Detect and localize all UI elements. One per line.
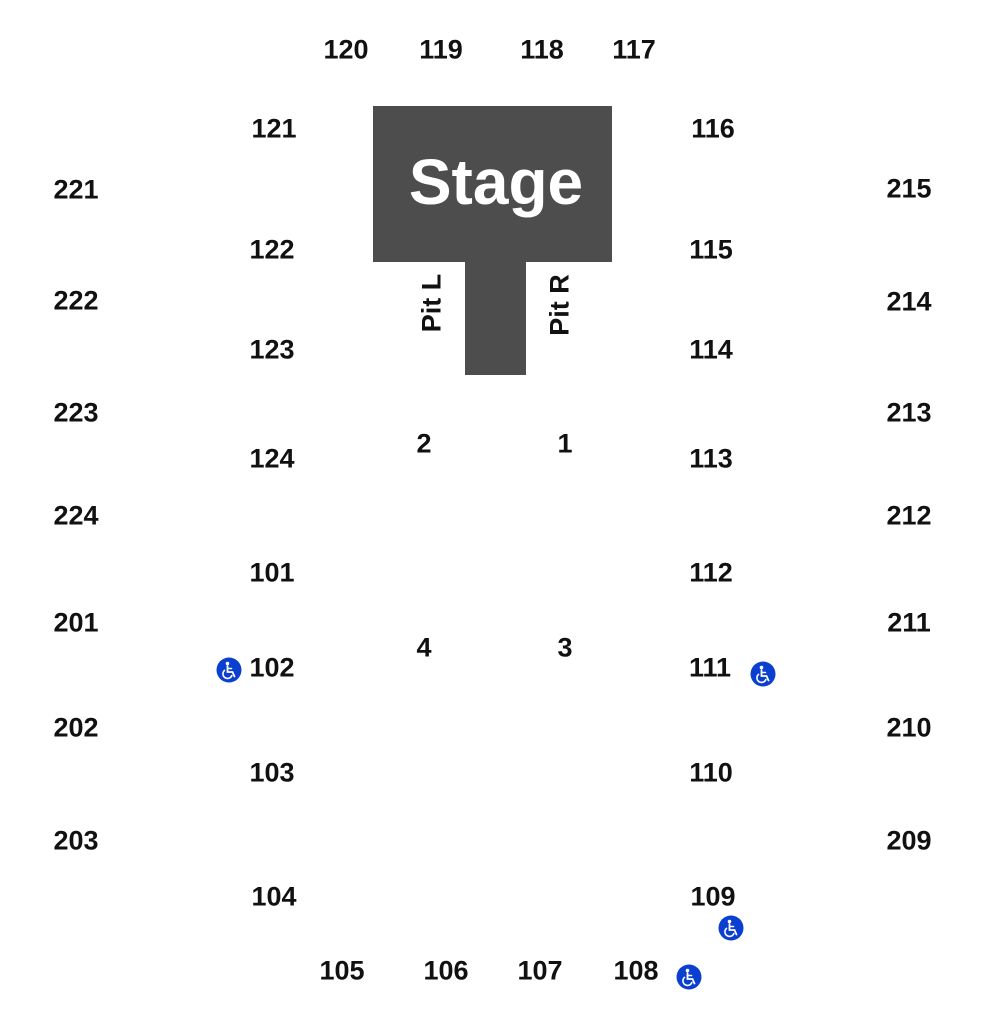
section-122[interactable]: 122 bbox=[249, 234, 295, 265]
section-floor-3[interactable]: 3 bbox=[557, 632, 573, 663]
stage-runway bbox=[465, 260, 526, 375]
section-112[interactable]: 112 bbox=[689, 557, 733, 588]
section-202[interactable]: 202 bbox=[53, 712, 99, 743]
section-121[interactable]: 121 bbox=[251, 113, 297, 144]
stage-label: Stage bbox=[408, 146, 584, 218]
section-floor-4[interactable]: 4 bbox=[416, 632, 432, 663]
section-101[interactable]: 101 bbox=[249, 557, 295, 588]
section-107[interactable]: 107 bbox=[517, 955, 563, 986]
wheelchair-icon bbox=[750, 661, 776, 687]
section-113[interactable]: 113 bbox=[689, 443, 733, 474]
section-floor-1[interactable]: 1 bbox=[557, 428, 573, 459]
section-115[interactable]: 115 bbox=[689, 234, 733, 265]
section-203[interactable]: 203 bbox=[53, 825, 99, 856]
section-214[interactable]: 214 bbox=[886, 286, 932, 317]
section-pit-right[interactable]: Pit R bbox=[544, 274, 575, 336]
section-201[interactable]: 201 bbox=[53, 607, 99, 638]
section-103[interactable]: 103 bbox=[249, 757, 295, 788]
section-105[interactable]: 105 bbox=[319, 955, 365, 986]
section-108[interactable]: 108 bbox=[613, 955, 659, 986]
section-118[interactable]: 118 bbox=[520, 34, 564, 65]
section-212[interactable]: 212 bbox=[886, 500, 932, 531]
section-211[interactable]: 211 bbox=[887, 607, 931, 638]
wheelchair-icon bbox=[676, 964, 702, 990]
wheelchair-icon bbox=[718, 915, 744, 941]
section-111[interactable]: 111 bbox=[688, 652, 732, 683]
section-120[interactable]: 120 bbox=[323, 34, 369, 65]
section-pit-left[interactable]: Pit L bbox=[416, 273, 447, 333]
section-119[interactable]: 119 bbox=[419, 34, 463, 65]
section-117[interactable]: 117 bbox=[612, 34, 656, 65]
section-106[interactable]: 106 bbox=[423, 955, 469, 986]
section-221[interactable]: 221 bbox=[53, 174, 99, 205]
section-123[interactable]: 123 bbox=[249, 334, 295, 365]
section-114[interactable]: 114 bbox=[689, 334, 733, 365]
stage[interactable] bbox=[373, 106, 612, 262]
section-floor-2[interactable]: 2 bbox=[416, 428, 432, 459]
section-222[interactable]: 222 bbox=[53, 285, 99, 316]
section-110[interactable]: 110 bbox=[689, 757, 733, 788]
section-215[interactable]: 215 bbox=[886, 173, 932, 204]
section-213[interactable]: 213 bbox=[886, 397, 932, 428]
wheelchair-icon bbox=[216, 657, 242, 683]
section-124[interactable]: 124 bbox=[249, 443, 295, 474]
section-109[interactable]: 109 bbox=[690, 881, 736, 912]
section-223[interactable]: 223 bbox=[53, 397, 99, 428]
section-210[interactable]: 210 bbox=[886, 712, 932, 743]
section-104[interactable]: 104 bbox=[251, 881, 297, 912]
section-116[interactable]: 116 bbox=[691, 113, 735, 144]
section-102[interactable]: 102 bbox=[249, 652, 295, 683]
section-224[interactable]: 224 bbox=[53, 500, 99, 531]
section-209[interactable]: 209 bbox=[886, 825, 932, 856]
